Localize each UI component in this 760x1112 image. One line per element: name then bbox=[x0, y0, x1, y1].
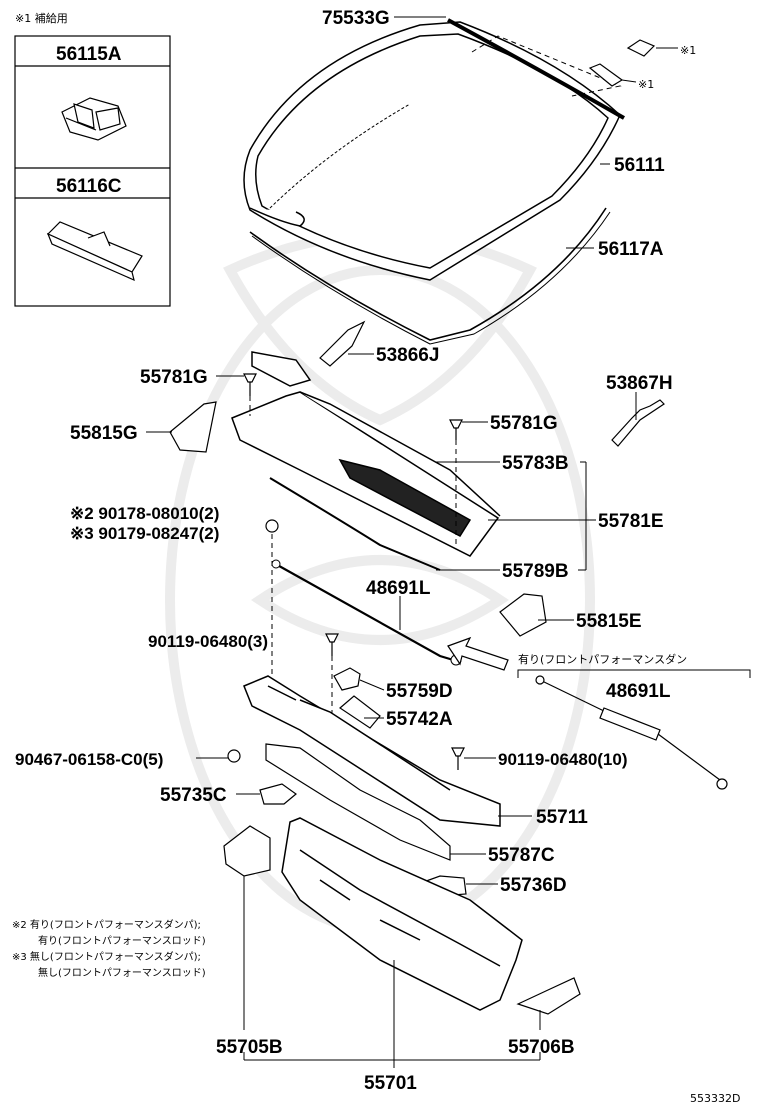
label-53866J: 53866J bbox=[376, 345, 439, 366]
label-55815E: 55815E bbox=[576, 611, 642, 632]
label-48691L-top: 48691L bbox=[366, 578, 431, 599]
label-55701: 55701 bbox=[364, 1073, 417, 1094]
windshield-glass-drawing bbox=[243, 21, 621, 281]
label-55781G-left: 55781G bbox=[140, 367, 208, 388]
piece-53866J-drawing bbox=[319, 320, 366, 367]
footnote-2: 有り(フロントパフォーマンスロッド) bbox=[38, 934, 206, 947]
bracket-55706B-drawing bbox=[516, 977, 581, 1015]
label-56117A: 56117A bbox=[598, 239, 664, 260]
label-90178: ※2 90178-08010(2) bbox=[70, 504, 219, 523]
legend-part-56115A: 56115A bbox=[56, 44, 122, 65]
footnote-1: ※2 有り(フロントパフォーマンスダンパ); bbox=[12, 918, 201, 931]
diagram-code: 553332D bbox=[690, 1092, 740, 1105]
label-55787C: 55787C bbox=[488, 845, 555, 866]
panel-55711-drawing bbox=[243, 675, 501, 827]
label-90119-left: 90119-06480(3) bbox=[148, 632, 268, 651]
direction-arrow bbox=[447, 636, 509, 671]
label-48691L-right: 48691L bbox=[606, 681, 671, 702]
cowl-louver-assembly-drawing bbox=[231, 351, 501, 557]
legend-note-mark: ※1 補給用 bbox=[15, 11, 68, 25]
seal-55789B-drawing bbox=[269, 477, 441, 571]
clip-56115A-drawing bbox=[61, 97, 127, 141]
rod-48691L-drawing bbox=[271, 561, 461, 664]
option-bracket bbox=[517, 669, 751, 678]
label-53867H: 53867H bbox=[606, 373, 673, 394]
wiper-pivot-53867H bbox=[611, 399, 665, 447]
supply-legend-box bbox=[14, 35, 171, 307]
dashed-leaders bbox=[249, 396, 457, 720]
panel-55787C-drawing bbox=[265, 743, 451, 861]
leader-lines bbox=[146, 16, 678, 1068]
label-55781G-right: 55781G bbox=[490, 413, 558, 434]
pad-55742A-drawing bbox=[339, 695, 381, 729]
label-mark1-b: ※1 bbox=[638, 78, 654, 91]
legend-part-56116C: 56116C bbox=[56, 176, 122, 197]
weatherstrip-56117A-drawing bbox=[249, 207, 607, 341]
label-55789B: 55789B bbox=[502, 561, 569, 582]
bracket-55735C-drawing bbox=[259, 783, 297, 805]
label-mark1-a: ※1 bbox=[680, 44, 696, 57]
label-56111: 56111 bbox=[614, 155, 665, 176]
bracket-55705B-drawing bbox=[223, 825, 271, 877]
molding-75533G-drawing bbox=[447, 18, 625, 120]
label-55706B: 55706B bbox=[508, 1037, 575, 1058]
label-55742A: 55742A bbox=[386, 709, 453, 730]
lower-cowl-55701-drawing bbox=[281, 817, 523, 1011]
bracket-55759D-drawing bbox=[333, 667, 361, 691]
label-55735C: 55735C bbox=[160, 785, 227, 806]
clip-56116C-drawing bbox=[46, 221, 143, 282]
option-note: 有り(フロントパフォーマンスダン bbox=[518, 652, 687, 666]
label-90179: ※3 90179-08247(2) bbox=[70, 524, 219, 543]
label-90119-right: 90119-06480(10) bbox=[498, 750, 628, 769]
label-55736D: 55736D bbox=[500, 875, 567, 896]
side-cover-55815G-drawing bbox=[169, 401, 217, 453]
cover-55815E-drawing bbox=[499, 593, 547, 637]
footnote-3: ※3 無し(フロントパフォーマンスダンパ); bbox=[12, 950, 201, 963]
damper-48691L-drawing bbox=[535, 675, 728, 790]
screws-drawing bbox=[227, 373, 465, 770]
label-75533G: 75533G bbox=[322, 8, 390, 29]
label-90467: 90467-06158-C0(5) bbox=[15, 750, 163, 769]
label-55781E: 55781E bbox=[598, 511, 664, 532]
label-55711: 55711 bbox=[536, 807, 588, 828]
label-55815G: 55815G bbox=[70, 423, 138, 444]
footnote-4: 無し(フロントパフォーマンスロッド) bbox=[38, 966, 206, 979]
label-55783B: 55783B bbox=[502, 453, 569, 474]
label-55705B: 55705B bbox=[216, 1037, 283, 1058]
label-55759D: 55759D bbox=[386, 681, 453, 702]
windshield-mirror-line bbox=[269, 103, 411, 209]
